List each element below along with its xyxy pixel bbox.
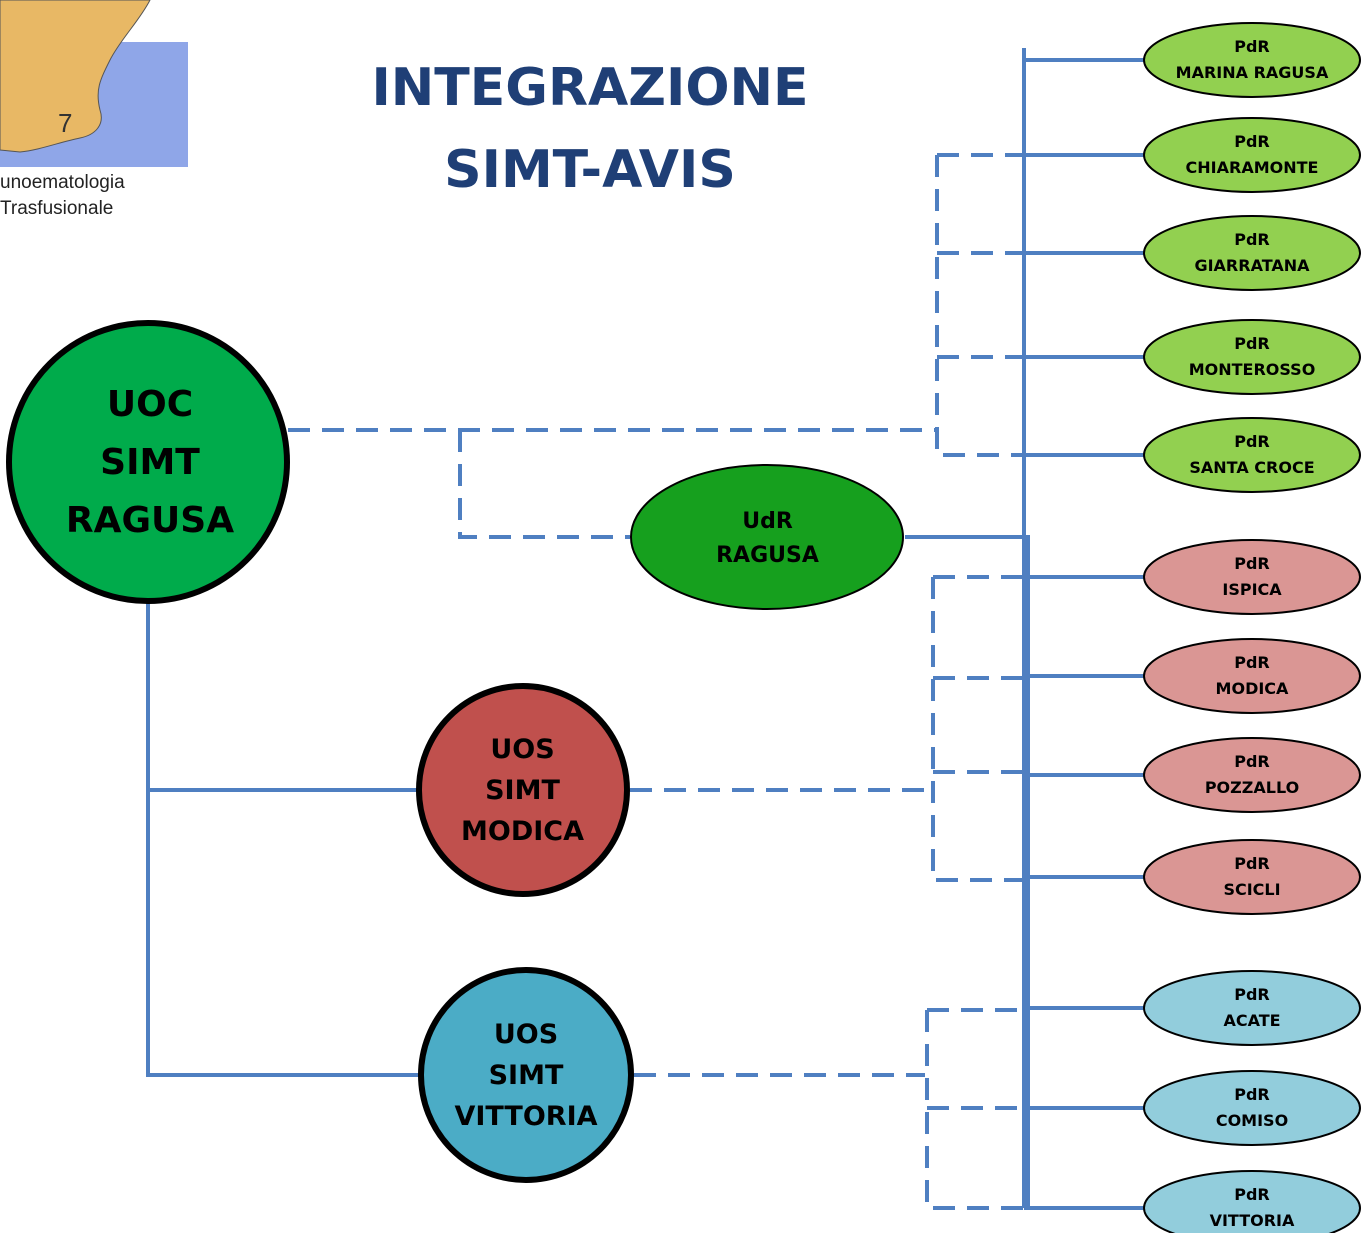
connectors <box>146 48 1145 1210</box>
red-group-dashed-bracket <box>931 577 1024 882</box>
uoc-to-udr-dashed <box>458 430 630 539</box>
pdr-label-6: PdR ISPICA <box>1142 540 1362 614</box>
pdr-label-12: PdR VITTORIA <box>1142 1171 1362 1245</box>
page-title-line1: INTEGRAZIONE <box>371 58 809 118</box>
uos-vittoria-line1: UOS <box>493 1018 559 1050</box>
pdr-label-line1: PdR <box>1234 1085 1270 1104</box>
pdr-label-line2: VITTORIA <box>1209 1211 1295 1230</box>
pdr-label-1: PdR MARINA RAGUSA <box>1142 23 1362 97</box>
pdr-label-11: PdR COMISO <box>1142 1071 1362 1145</box>
pdr-label-line1: PdR <box>1234 854 1270 873</box>
pdr-ellipse-5 <box>1143 417 1361 493</box>
uos-modica-line1: UOS <box>490 734 555 765</box>
pdr-ellipse-3 <box>1143 215 1361 291</box>
pdr-label-line2: ISPICA <box>1222 580 1282 599</box>
pdr-label-line1: PdR <box>1234 230 1270 249</box>
pdr-label-line1: PdR <box>1234 985 1270 1004</box>
pdr-label-line1: PdR <box>1234 432 1270 451</box>
green-group-dashed-bracket <box>935 155 1024 457</box>
pdr-label-5: PdR SANTA CROCE <box>1142 418 1362 492</box>
pdr-ellipse-1 <box>1143 22 1361 98</box>
uoc-ragusa-line1: UOC <box>106 383 194 425</box>
logo: 7 unoematologia Trasfusionale <box>0 0 190 225</box>
pdr-label-line2: MARINA RAGUSA <box>1175 63 1329 82</box>
uoc-ragusa-circle <box>6 320 290 604</box>
pdr-label-line2: ACATE <box>1223 1011 1281 1030</box>
udr-to-bus-line <box>905 535 1145 1210</box>
pdr-label-3: PdR GIARRATANA <box>1142 216 1362 290</box>
logo-caption-line1: unoematologia <box>0 172 125 193</box>
uos-modica-line3: MODICA <box>461 816 584 847</box>
uoc-to-vittoria-line <box>146 590 425 1077</box>
udr-ragusa-line2: RAGUSA <box>716 543 819 568</box>
uos-vittoria-line2: SIMT <box>488 1059 564 1091</box>
uos-modica-label: UOS SIMT MODICA <box>415 688 630 893</box>
pdr-label-8: PdR POZZALLO <box>1142 738 1362 812</box>
pdr-label-line2: POZZALLO <box>1204 778 1300 797</box>
pdr-ellipse-11 <box>1143 1070 1361 1146</box>
uoc-ragusa-line2: SIMT <box>100 441 200 483</box>
sicily-map-image: 7 <box>0 0 188 167</box>
pdr-label-4: PdR MONTEROSSO <box>1142 320 1362 394</box>
pdr-label-line2: MONTEROSSO <box>1188 360 1316 379</box>
pdr-label-10: PdR ACATE <box>1142 971 1362 1045</box>
pdr-label-line2: MODICA <box>1215 679 1289 698</box>
uos-vittoria-circle <box>418 967 634 1183</box>
uos-modica-line2: SIMT <box>485 775 560 806</box>
pdr-label-line1: PdR <box>1234 132 1270 151</box>
pdr-label-line1: PdR <box>1234 334 1270 353</box>
pdr-label-line2: SANTA CROCE <box>1189 458 1315 477</box>
uoc-ragusa-label: UOC SIMT RAGUSA <box>10 335 290 590</box>
pdr-ellipse-7 <box>1143 638 1361 714</box>
node-shapes <box>6 22 1361 1233</box>
page-title-line2: SIMT-AVIS <box>444 140 736 200</box>
udr-ragusa-ellipse <box>630 464 904 610</box>
pdr-ellipse-8 <box>1143 737 1361 813</box>
logo-caption-line2: Trasfusionale <box>0 198 114 219</box>
pdr-ellipse-9 <box>1143 839 1361 915</box>
pdr-ellipse-2 <box>1143 117 1361 193</box>
udr-ragusa-label: UdR RAGUSA <box>630 468 905 610</box>
udr-ragusa-line1: UdR <box>742 509 793 534</box>
pdr-label-line1: PdR <box>1234 653 1270 672</box>
pdr-ellipse-12 <box>1143 1170 1361 1233</box>
pdr-label-9: PdR SCICLI <box>1142 840 1362 914</box>
pdr-label-line1: PdR <box>1234 554 1270 573</box>
pdr-label-line1: PdR <box>1234 37 1270 56</box>
pdr-ellipse-4 <box>1143 319 1361 395</box>
pdr-label-line1: PdR <box>1234 1185 1270 1204</box>
pdr-label-line2: CHIARAMONTE <box>1185 158 1319 177</box>
uoc-ragusa-line3: RAGUSA <box>65 499 235 541</box>
pdr-label-7: PdR MODICA <box>1142 639 1362 713</box>
pdr-ellipse-6 <box>1143 539 1361 615</box>
pdr-label-line2: GIARRATANA <box>1194 256 1310 275</box>
land-area <box>0 0 151 153</box>
uos-vittoria-label: UOS SIMT VITTORIA <box>418 970 634 1180</box>
uos-modica-circle <box>416 683 630 897</box>
pdr-label-2: PdR CHIARAMONTE <box>1142 118 1362 192</box>
map-number: 7 <box>58 108 72 138</box>
pdr-label-line2: COMISO <box>1215 1111 1289 1130</box>
pdr-label-line1: PdR <box>1234 752 1270 771</box>
pdr-ellipse-10 <box>1143 970 1361 1046</box>
pdr-label-line2: SCICLI <box>1223 880 1281 899</box>
uos-vittoria-line3: VITTORIA <box>454 1100 598 1132</box>
